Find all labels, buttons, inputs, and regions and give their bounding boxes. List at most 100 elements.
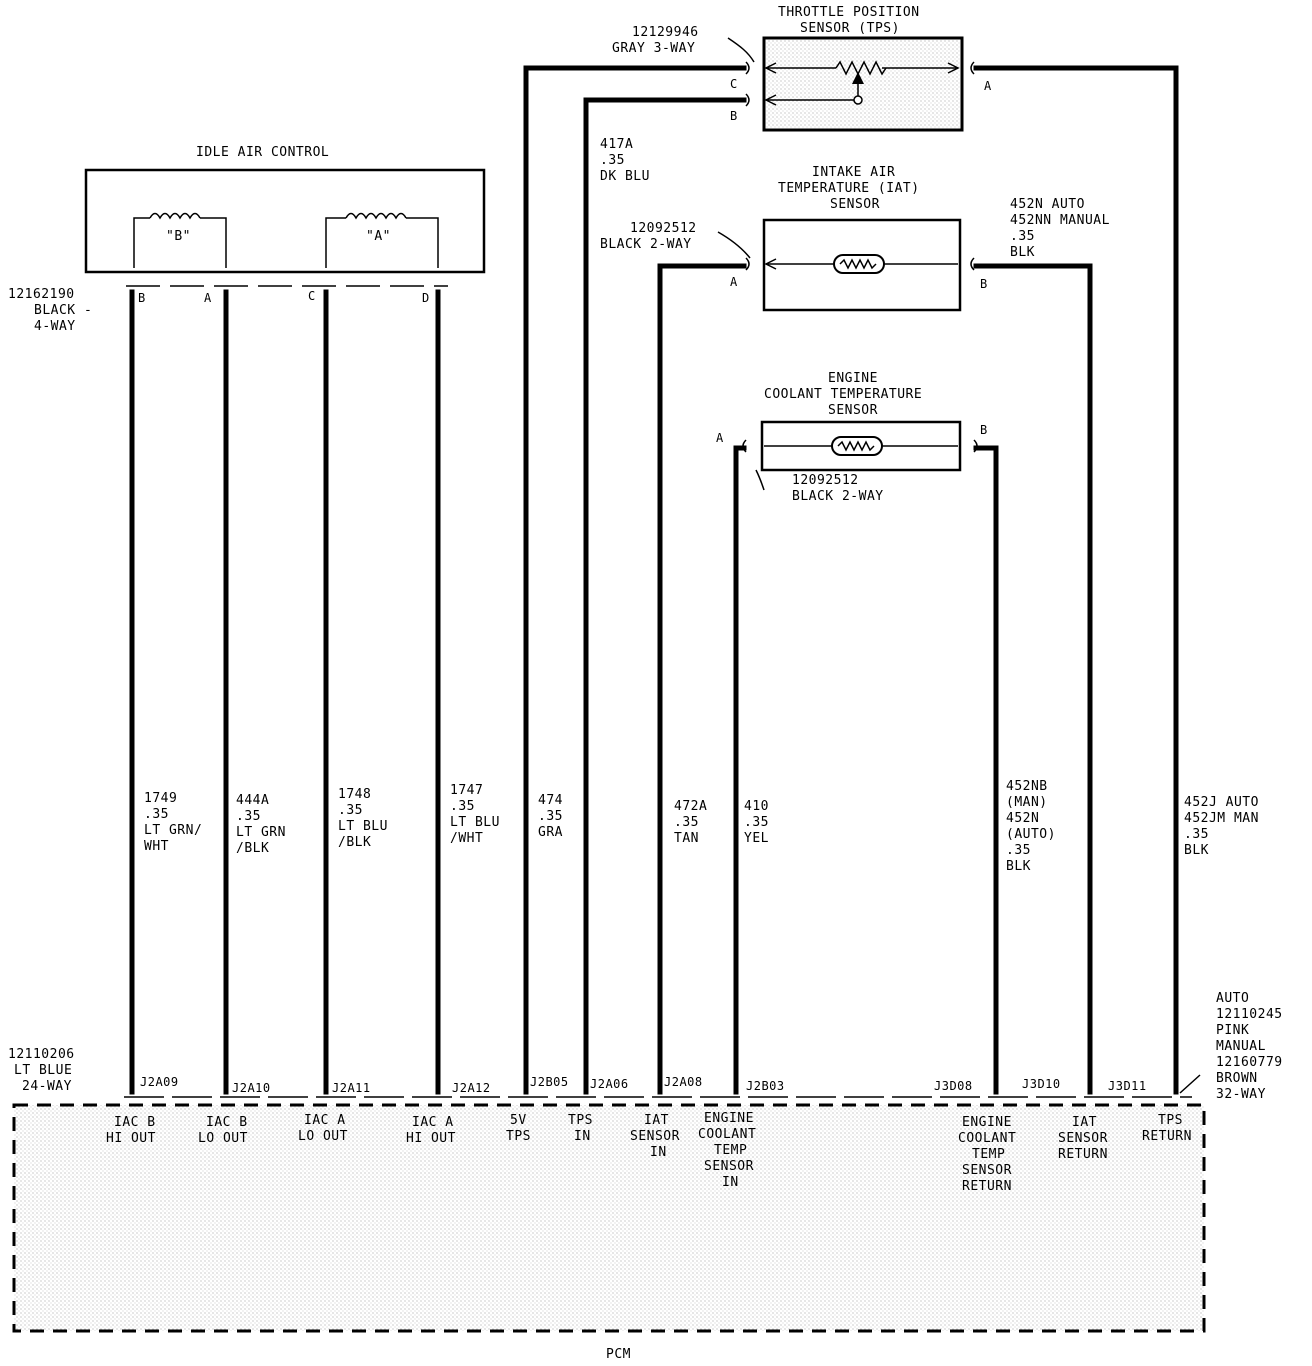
pcm-pin-j2a12: J2A12: [452, 1081, 491, 1095]
wire-label-410: 410 .35 YEL: [744, 799, 769, 846]
pcm-pin-j2a09: J2A09: [140, 1075, 179, 1089]
func-line: IN: [574, 1129, 591, 1144]
func-line: SENSOR: [704, 1159, 754, 1174]
wire-label-1748: 1748 .35 LT BLU /BLK: [338, 787, 388, 850]
wire-circuit-alt: 452JM MAN: [1184, 811, 1259, 826]
ect-title-line1: ENGINE: [828, 371, 878, 386]
pcm-right-manual-label: MANUAL: [1216, 1039, 1266, 1054]
iat-connector-terminals: [745, 257, 975, 271]
tps-title-line1: THROTTLE POSITION: [778, 5, 920, 20]
wire-color: BLK: [1184, 843, 1209, 858]
iat-connector-leader: [717, 231, 751, 259]
wire-gauge: .35: [144, 807, 169, 822]
iat-connector-desc: BLACK 2-WAY: [600, 237, 692, 252]
pcm-right-auto-color: PINK: [1216, 1023, 1249, 1038]
pcm-right-manual-color: BROWN: [1216, 1071, 1258, 1086]
iac-pin-a: A: [204, 291, 212, 305]
func-line: TEMP: [714, 1143, 747, 1158]
iat-connector-part: 12092512: [630, 221, 697, 236]
wire-417a: [583, 97, 747, 1095]
pcm-right-auto-part: 12110245: [1216, 1007, 1283, 1022]
pcm-pin-j3d08: J3D08: [934, 1079, 973, 1093]
tps-wiper-node: [853, 95, 863, 105]
tps-connector-desc: GRAY 3-WAY: [612, 41, 695, 56]
pcm-left-connector-part: 12110206: [8, 1047, 75, 1062]
iat-title-line1: INTAKE AIR: [812, 165, 895, 180]
pcm-right-auto-label: AUTO: [1216, 991, 1249, 1006]
wire-color: BLK: [1010, 245, 1035, 260]
iat-thermistor-icon: [833, 254, 885, 274]
wire-452nb: [973, 445, 999, 1095]
wire-label-444a: 444A .35 LT GRN /BLK: [236, 793, 286, 856]
func-line: TPS: [506, 1129, 531, 1144]
ect-thermistor-icon: [831, 436, 883, 456]
wire-label-417a: 417A .35 DK BLU: [600, 137, 649, 184]
pcm-right-connector-ways: 32-WAY: [1216, 1087, 1266, 1102]
iat-pin-a: A: [730, 275, 738, 289]
iac-coil-b-lead-right: [200, 217, 227, 268]
wire-label-1747: 1747 .35 LT BLU /WHT: [450, 783, 500, 846]
wire-label-474: 474 .35 GRA: [538, 793, 563, 840]
wire-color: LT BLU: [450, 815, 500, 830]
wire-452n-iat-return: [973, 263, 1093, 1095]
wire-circuit: 452J AUTO: [1184, 795, 1259, 810]
iac-connector-ways: 4-WAY: [34, 319, 76, 334]
iat-title-line2: TEMPERATURE (IAT): [778, 181, 920, 196]
iac-coil-a-lead-left: [325, 217, 346, 268]
tps-a-arrow-icon: [947, 62, 960, 74]
wire-circuit-note: (MAN): [1006, 795, 1048, 810]
wire-color-stripe: /BLK: [236, 841, 269, 856]
func-line: LO OUT: [298, 1129, 348, 1144]
pcm-function-iat-return: IAT SENSOR RETURN: [1058, 1115, 1108, 1162]
func-line: IN: [722, 1175, 739, 1190]
func-line: 5V: [510, 1113, 527, 1128]
iat-pin-b: B: [980, 277, 988, 291]
wire-circuit-alt: 452NN MANUAL: [1010, 213, 1110, 228]
pcm-pin-j2a10: J2A10: [232, 1081, 271, 1095]
pcm-pin-j2a08: J2A08: [664, 1075, 703, 1089]
func-line: IAC B: [114, 1115, 156, 1130]
wire-circuit: 474: [538, 793, 563, 808]
iac-coil-b-label: "B": [166, 229, 191, 244]
iat-title-line3: SENSOR: [830, 197, 880, 212]
func-line: RETURN: [1142, 1129, 1192, 1144]
pcm-title: PCM: [606, 1347, 631, 1362]
wire-gauge: .35: [1184, 827, 1209, 842]
wire-color: YEL: [744, 831, 769, 846]
wire-gauge: .35: [1010, 229, 1035, 244]
wire-circuit: 472A: [674, 799, 707, 814]
wire-color: BLK: [1006, 859, 1031, 874]
wire-color: LT BLU: [338, 819, 388, 834]
wire-circuit: 444A: [236, 793, 269, 808]
wire-color: LT GRN/: [144, 823, 202, 838]
wire-color-stripe: /BLK: [338, 835, 371, 850]
tps-connector-leader: [727, 37, 755, 63]
wire-410: [733, 445, 747, 1095]
func-line: ENGINE: [704, 1111, 754, 1126]
pcm-function-iat-in: IAT SENSOR IN: [630, 1113, 680, 1160]
func-line: IAC A: [412, 1115, 454, 1130]
tps-potentiometer-icon: [835, 60, 887, 76]
func-line: IAT: [1072, 1115, 1097, 1130]
pcm-function-tps-in: TPS IN: [568, 1113, 593, 1144]
ect-connector-desc: BLACK 2-WAY: [792, 489, 884, 504]
iac-connector-part: 12162190: [8, 287, 75, 302]
pcm-function-iac-b-lo: IAC B LO OUT: [198, 1115, 248, 1146]
func-line: SENSOR: [630, 1129, 680, 1144]
func-line: TPS: [568, 1113, 593, 1128]
pcm-left-connector-ways: 24-WAY: [22, 1079, 72, 1094]
tps-connector-part: 12129946: [632, 25, 699, 40]
pcm-pin-j2b03: J2B03: [746, 1079, 785, 1093]
iac-pin-b: B: [138, 291, 146, 305]
pcm-function-iac-a-lo: IAC A LO OUT: [298, 1113, 348, 1144]
iac-coil-a: [345, 212, 407, 220]
func-line: SENSOR: [962, 1163, 1012, 1178]
func-line: LO OUT: [198, 1131, 248, 1146]
func-line: HI OUT: [406, 1131, 456, 1146]
wire-circuit: 452NB: [1006, 779, 1048, 794]
func-line: SENSOR: [1058, 1131, 1108, 1146]
func-line: TPS: [1158, 1113, 1183, 1128]
pcm-function-5v-tps: 5V TPS: [506, 1113, 531, 1144]
wire-color: LT GRN: [236, 825, 286, 840]
